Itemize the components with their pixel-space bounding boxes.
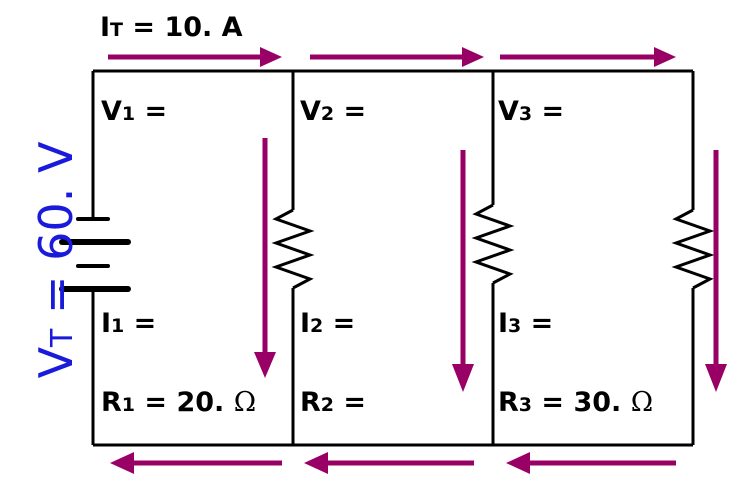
branch-1-resistance-subscript: 1	[121, 394, 136, 416]
branch-2-resistance-subscript: 2	[320, 394, 335, 416]
wires	[91, 69, 715, 447]
branch-3-current-subscript: 3	[508, 315, 522, 337]
battery-symbol	[59, 217, 131, 292]
branch-1-voltage-value: =	[135, 96, 168, 127]
branch-2-current-symbol: I	[300, 308, 311, 339]
resistor-3	[671, 208, 715, 290]
branch-2-current-subscript: 2	[310, 315, 324, 337]
branch-1-resistance-symbol: R	[101, 387, 122, 418]
branch-3-resistance-subscript: 3	[518, 394, 533, 416]
branch-1-resistance-value: = 20.	[135, 387, 234, 418]
branch-2-resistance-label: R2 =	[300, 389, 366, 416]
total-current-subscript: T	[110, 19, 124, 41]
branch-2-voltage-symbol: V	[300, 96, 321, 127]
branch-3-resistance-symbol: R	[498, 387, 519, 418]
current-arrows	[108, 47, 727, 474]
branch-1-current-subscript: 1	[111, 315, 125, 337]
branch-2-voltage-label: V2 =	[300, 98, 366, 125]
branch-1-current-value: =	[124, 308, 157, 339]
total-current-label: IT = 10. A	[100, 14, 243, 41]
arrow-bottom-3-head	[506, 452, 530, 474]
branch-3-resistance-label: R3 = 30. Ω	[498, 389, 653, 416]
branch-1-voltage-label: V1 =	[101, 98, 167, 125]
branch-1-voltage-subscript: 1	[121, 103, 136, 125]
branch-3-resistance-unit: Ω	[630, 387, 654, 418]
branch-3-current-label: I3 =	[498, 310, 553, 337]
arrow-bottom-2-head	[304, 452, 328, 474]
branch-3-resistance-value: = 30.	[532, 387, 631, 418]
branch-2-current-value: =	[323, 308, 356, 339]
arrow-top-1-head	[260, 47, 282, 67]
branch-3-voltage-value: =	[532, 96, 565, 127]
arrow-branch-2-head	[452, 364, 474, 392]
branch-2-current-label: I2 =	[300, 310, 355, 337]
branch-3-voltage-label: V3 =	[498, 98, 564, 125]
resistor-2	[471, 203, 515, 285]
resistor-1	[271, 208, 315, 290]
branch-2-resistance-value: =	[334, 387, 367, 418]
arrow-bottom-1-head	[110, 452, 134, 474]
arrow-branch-3-head	[705, 364, 727, 392]
branch-1-resistance-unit: Ω	[233, 387, 257, 418]
branch-3-voltage-symbol: V	[498, 96, 519, 127]
branch-2-voltage-subscript: 2	[320, 103, 335, 125]
branch-2-resistance-symbol: R	[300, 387, 321, 418]
branch-1-resistance-label: R1 = 20. Ω	[101, 389, 256, 416]
branch-1-current-label: I1 =	[101, 310, 156, 337]
branch-3-current-value: =	[521, 308, 554, 339]
arrow-branch-1-head	[254, 352, 276, 378]
branch-3-voltage-subscript: 3	[518, 103, 533, 125]
total-current-symbol: I	[100, 12, 111, 43]
arrow-top-3-head	[654, 47, 676, 67]
arrow-top-2-head	[462, 47, 484, 67]
branch-1-voltage-symbol: V	[101, 96, 122, 127]
total-current-value: = 10. A	[123, 12, 243, 43]
branch-3-current-symbol: I	[498, 308, 509, 339]
branch-2-voltage-value: =	[334, 96, 367, 127]
branch-1-current-symbol: I	[101, 308, 112, 339]
